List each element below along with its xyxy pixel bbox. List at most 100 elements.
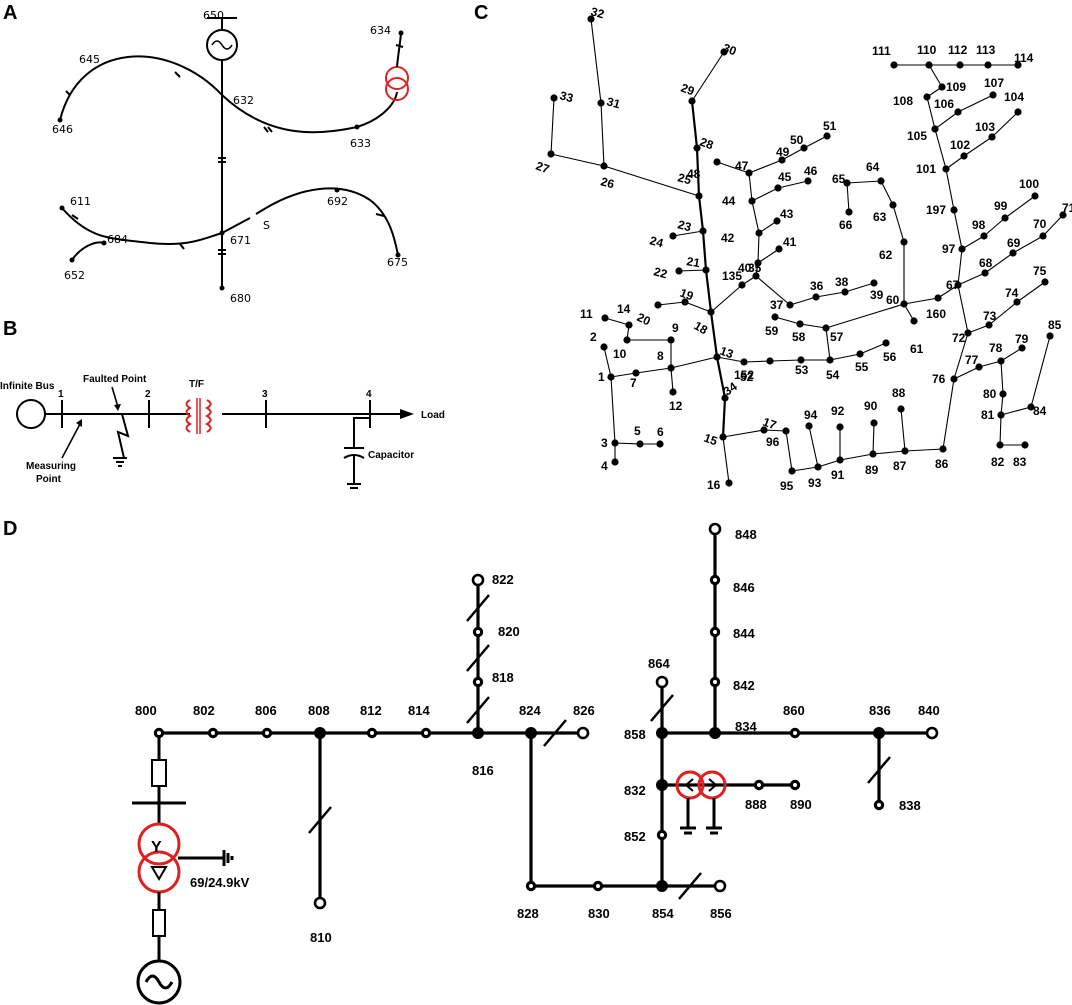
line-segment: [1000, 406, 1032, 416]
line-segment: [670, 367, 674, 393]
node-95: [788, 467, 796, 475]
phase-tick-mark: [308, 806, 332, 834]
panel-a-ieee13-feeder: 650 634 645 632 646 633 611 692 684 671 …: [52, 9, 409, 305]
node-label: 59: [765, 324, 779, 338]
node-label: 61: [910, 342, 924, 356]
line-segment: [953, 209, 963, 250]
node-label: 54: [826, 368, 840, 382]
node-55: [856, 350, 864, 358]
node-label: 864: [648, 656, 670, 671]
node-2: [600, 343, 608, 351]
bus-692-node: [334, 187, 340, 193]
node-label: 24: [648, 233, 665, 250]
node-label: 12: [669, 399, 683, 413]
line-segment: [603, 165, 700, 197]
capacitor-plate-icon: [343, 454, 365, 459]
line-segment: [690, 100, 699, 149]
node-label: 15: [702, 431, 720, 449]
node-28: [693, 144, 701, 152]
line-segment: [743, 360, 771, 363]
node-label: 19: [678, 286, 696, 304]
node-105: [931, 125, 939, 133]
infinite-bus-icon: [16, 399, 46, 429]
panel-letter-b: B: [3, 318, 17, 340]
sine-wave-icon: [211, 40, 233, 50]
bus-label: 692: [327, 195, 348, 208]
node-63: [889, 201, 897, 209]
node-label: 77: [965, 353, 979, 367]
phase-tick-mark: [466, 594, 490, 622]
node-864: [655, 675, 669, 689]
line-segment: [715, 356, 727, 399]
node-832: [656, 779, 668, 791]
line-segment: [825, 327, 831, 361]
node-114: [1014, 61, 1022, 69]
node-label: 94: [804, 408, 818, 422]
node-label: 83: [1013, 455, 1027, 469]
node-814-center: [424, 731, 428, 735]
node-103: [988, 133, 996, 141]
node-label: 87: [893, 459, 907, 473]
line-segment: [961, 235, 985, 250]
line-segment: [934, 111, 959, 130]
line-segment: [791, 466, 819, 472]
bus-684-node: [101, 240, 107, 246]
node-label: 35: [748, 261, 762, 275]
node-label: 13: [718, 344, 736, 362]
line-segment: [722, 429, 765, 438]
node-826: [576, 726, 590, 740]
bus-number-label: 4: [366, 389, 372, 400]
node-label: 832: [624, 783, 646, 798]
node-39: [870, 279, 878, 287]
bus-label: 611: [70, 195, 91, 208]
switch-s-icon: [255, 207, 267, 215]
node-108: [923, 93, 931, 101]
node-71: [1059, 211, 1067, 219]
node-46: [804, 177, 812, 185]
line-segment: [672, 230, 704, 237]
node-840: [925, 726, 939, 740]
node-160: [934, 294, 942, 302]
node-label: 28: [698, 135, 716, 153]
node-834: [709, 727, 721, 739]
node-label: 856: [710, 906, 732, 921]
node-820-center: [476, 630, 480, 634]
line-segment: [781, 147, 805, 161]
node-label: 5: [634, 424, 641, 438]
node-91: [836, 456, 844, 464]
node-label: 160: [926, 307, 946, 321]
node-label: 806: [255, 703, 277, 718]
node-label: 844: [733, 626, 755, 641]
line-tick-marks: [65, 44, 404, 255]
node-label: 55: [855, 360, 869, 374]
transformer-secondary-coil-icon: [204, 399, 212, 433]
node-label: 818: [492, 670, 514, 685]
line-646-632-633: [59, 55, 358, 134]
node-32: [587, 15, 595, 23]
node-label: 84: [1033, 404, 1047, 418]
node-42: [755, 229, 763, 237]
node-65: [843, 179, 851, 187]
load-arrow-icon: [400, 409, 414, 419]
node-label: 71: [1062, 201, 1072, 215]
node-label: 4: [601, 459, 608, 473]
node-89: [869, 450, 877, 458]
node-label: 60: [886, 293, 900, 307]
line-segment: [757, 232, 760, 264]
node-label: 73: [983, 309, 997, 323]
node-label: 25: [676, 170, 693, 187]
measuring-point-arrow-icon: [61, 423, 81, 459]
node-858: [656, 727, 668, 739]
line-segment: [701, 230, 708, 271]
bus-label: 632: [233, 94, 254, 107]
node-label: 810: [310, 930, 332, 945]
bus-label: 652: [64, 269, 85, 282]
node-824: [525, 727, 537, 739]
line-segment: [657, 301, 686, 306]
node-135: [738, 281, 746, 289]
line-611-684-671: [61, 207, 223, 245]
node-label: 1: [598, 370, 605, 384]
node-93: [814, 463, 822, 471]
node-label: 830: [588, 906, 610, 921]
node-label: 822: [492, 572, 514, 587]
